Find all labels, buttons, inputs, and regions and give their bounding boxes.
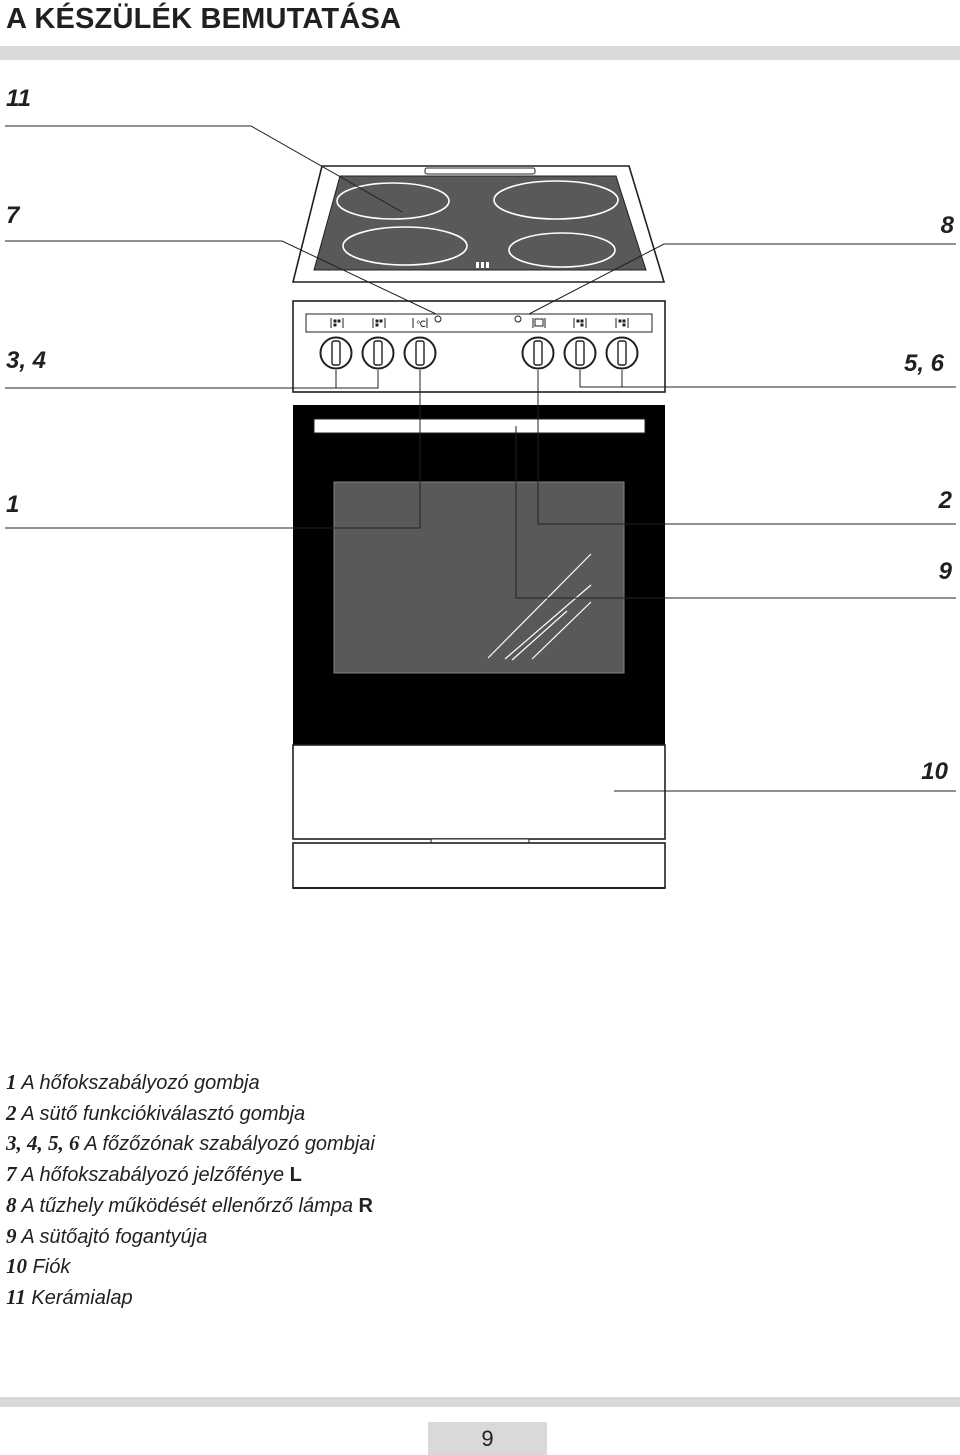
knob-6	[605, 336, 639, 370]
page-title: A KÉSZÜLÉK BEMUTATÁSA	[6, 3, 402, 35]
callout-8: 8	[940, 212, 954, 239]
cooking-zone-rear-right	[493, 180, 619, 220]
header-rule	[0, 46, 960, 60]
cooking-zone-front-right	[508, 232, 616, 268]
function-symbol	[532, 318, 546, 328]
zone-symbol	[372, 318, 386, 328]
power-indicator-lamp	[514, 315, 522, 323]
knob-2-function	[521, 336, 555, 370]
oven-door-handle	[313, 418, 646, 434]
symbol-strip	[305, 313, 653, 333]
zone-symbol	[330, 318, 344, 328]
cooking-zone-front-left	[342, 226, 468, 266]
temperature-symbol: ℃	[416, 319, 426, 329]
knob-1-thermostat	[403, 336, 437, 370]
leader-lines	[5, 125, 956, 792]
hob-logo	[476, 262, 489, 268]
callout-10: 10	[921, 758, 948, 785]
callout-9: 9	[938, 558, 952, 585]
thermostat-indicator-lamp	[434, 315, 442, 323]
parts-legend: 1 A hőfokszabályozó gombja 2 A sütő funk…	[6, 1068, 375, 1314]
footer-rule	[0, 1397, 960, 1407]
legend-item: 10 Fiók	[6, 1254, 71, 1279]
knob-5	[563, 336, 597, 370]
legend-item: 7 A hőfokszabályozó jelzőfénye L	[6, 1162, 302, 1187]
callout-11: 11	[6, 85, 31, 112]
oven-window	[333, 481, 625, 674]
legend-item: 9 A sütőajtó fogantyúja	[6, 1223, 208, 1248]
cooker-diagram: ℃	[5, 125, 956, 889]
callout-7: 7	[6, 202, 20, 229]
zone-symbol	[573, 318, 587, 328]
hob-rear-trim	[424, 167, 536, 175]
legend-item: 11 Kerámialap	[6, 1284, 133, 1309]
callout-5-6: 5, 6	[903, 350, 944, 377]
cooking-zone-rear-left	[336, 182, 450, 220]
plinth	[292, 842, 666, 889]
knob-3	[319, 336, 353, 370]
legend-item: 8 A tűzhely működését ellenőrző lámpa R	[6, 1192, 373, 1217]
legend-item: 3, 4, 5, 6 A főzőzónak szabályozó gombja…	[6, 1131, 375, 1156]
drawer	[292, 744, 666, 840]
callout-1: 1	[6, 491, 20, 518]
page-number: 9	[428, 1422, 547, 1455]
legend-item: 1 A hőfokszabályozó gombja	[6, 1070, 260, 1094]
legend-item: 2 A sütő funkciókiválasztó gombja	[6, 1100, 306, 1125]
knob-4	[361, 336, 395, 370]
callout-3-4: 3, 4	[6, 347, 47, 374]
zone-symbol	[615, 318, 629, 328]
glass-reflection	[487, 553, 592, 661]
callout-2: 2	[938, 487, 952, 514]
